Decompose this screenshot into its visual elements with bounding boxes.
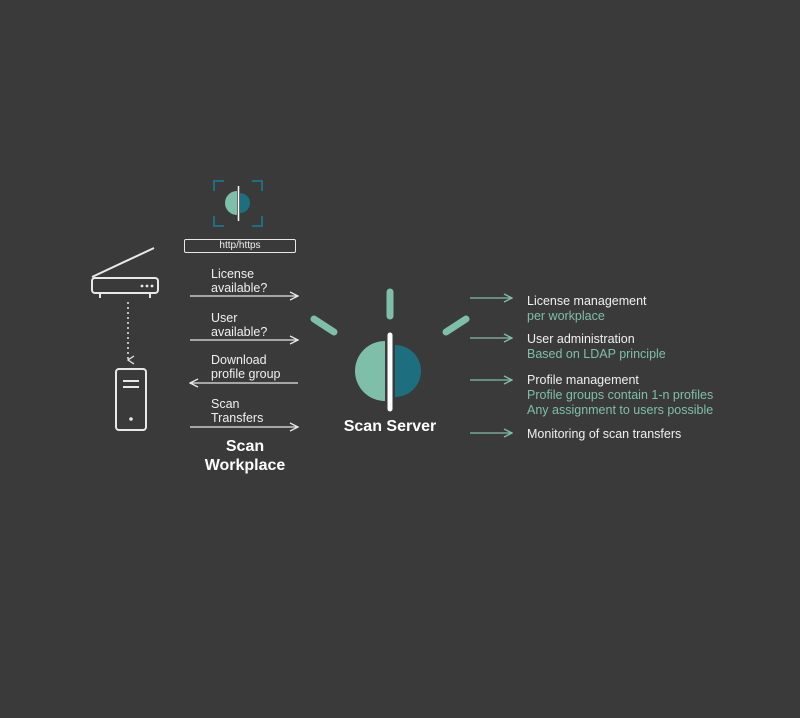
pc-tower-icon	[115, 368, 147, 431]
message-transfers-line2: Transfers	[211, 411, 264, 425]
message-download-line1: Download	[211, 353, 267, 367]
feature-profile-detail-2: Any assignment to users possible	[527, 403, 714, 417]
workplace-label-line2: Workplace	[204, 457, 286, 474]
feature-user-title: User administration	[527, 332, 635, 346]
protocol-label: http/https	[184, 239, 296, 253]
feature-license-title: License management	[527, 294, 647, 308]
message-user-line1: User	[211, 311, 238, 325]
feature-monitoring-title: Monitoring of scan transfers	[527, 427, 682, 441]
server-label: Scan Server	[343, 418, 437, 435]
message-license-line2: available?	[211, 281, 268, 295]
workplace-label-line1: Scan	[225, 438, 265, 455]
scanner-icon	[91, 247, 159, 298]
message-user-line2: available?	[211, 325, 268, 339]
message-transfers-line1: Scan	[211, 397, 240, 411]
feature-user-detail: Based on LDAP principle	[527, 347, 666, 361]
scanner-app-icon	[213, 180, 263, 227]
feature-profile-title: Profile management	[527, 373, 639, 387]
feature-profile-detail-1: Profile groups contain 1-n profiles	[527, 388, 714, 402]
scan-server-logo	[310, 288, 470, 412]
message-license-line1: License	[211, 267, 255, 281]
message-download-line2: profile group	[211, 367, 281, 381]
feature-license-detail: per workplace	[527, 309, 605, 323]
